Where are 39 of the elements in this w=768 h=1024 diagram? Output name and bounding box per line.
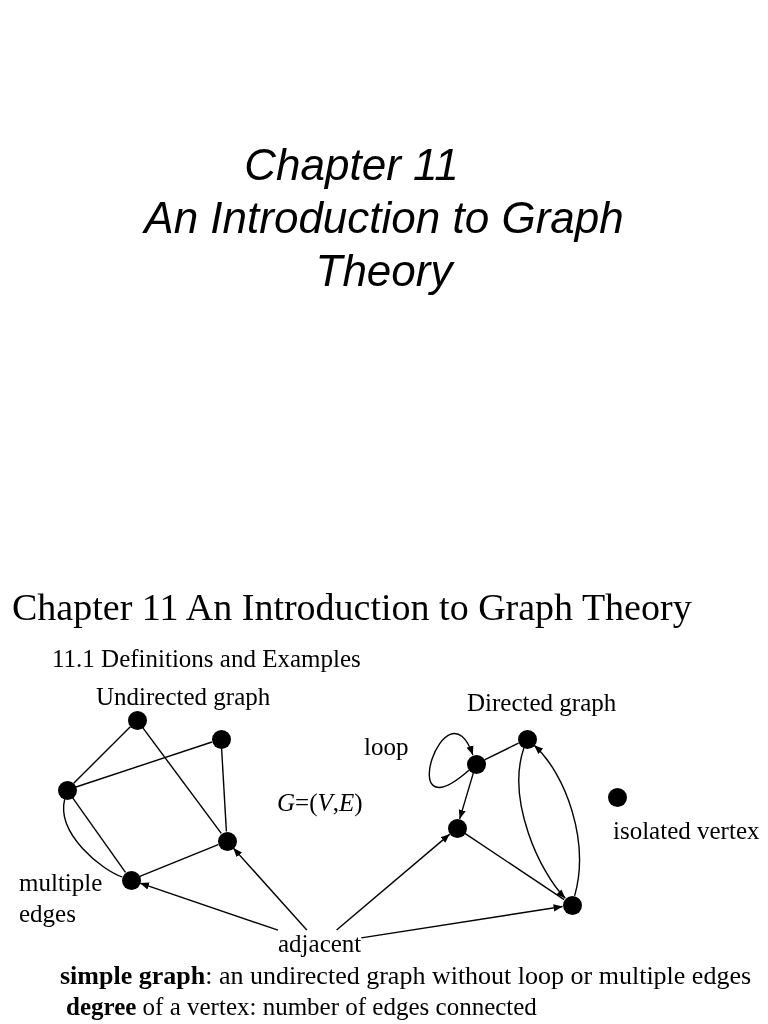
arrow (518, 747, 566, 899)
annotation-text: multiple edges (19, 868, 104, 929)
callout-label: adjacent (278, 930, 362, 959)
definition-text: degree of a vertex: number of edges connected (66, 993, 537, 1022)
loop-arrow (428, 733, 474, 789)
slide-heading: Chapter 11 An Introduction to Graph Theory (12, 586, 692, 630)
leader-arrow (335, 833, 451, 931)
vertex-dot (562, 895, 582, 915)
vertex-dot (217, 831, 237, 851)
section-heading: 11.1 Definitions and Examples (52, 645, 361, 674)
arrow (458, 772, 474, 820)
arrow (533, 744, 580, 897)
definition-text: simple graph: an undirected graph without loop or multiple edges (60, 961, 752, 991)
vertex-dot (211, 729, 231, 749)
edge-line (139, 843, 219, 878)
leader-arrow (139, 882, 279, 931)
edge-line (62, 798, 123, 878)
edge-line (220, 747, 228, 833)
vertex-caption: isolated vertex (613, 817, 760, 846)
leader-arrow (232, 847, 308, 931)
edge-line (73, 726, 131, 784)
vertex-dot (517, 729, 537, 749)
graph-heading: Undirected graph (96, 683, 271, 712)
vertex-dot (447, 818, 467, 838)
edge-line (483, 742, 520, 761)
annotation-text: loop (364, 733, 409, 762)
edge-line (464, 832, 565, 901)
edge-line (142, 726, 222, 835)
edge-line (75, 741, 213, 788)
slide-title: Chapter 11 An Introduction to Graph Theory (141, 139, 625, 297)
vertex-dot (57, 780, 77, 800)
formula-text: G=(V,E) (277, 789, 363, 818)
vertex-dot (466, 754, 486, 774)
leader-arrow (360, 904, 564, 939)
vertex-dot (607, 787, 627, 807)
edge-line (71, 797, 127, 873)
vertex-dot (127, 710, 147, 730)
graph-heading: Directed graph (467, 689, 617, 718)
vertex-dot (121, 870, 141, 890)
